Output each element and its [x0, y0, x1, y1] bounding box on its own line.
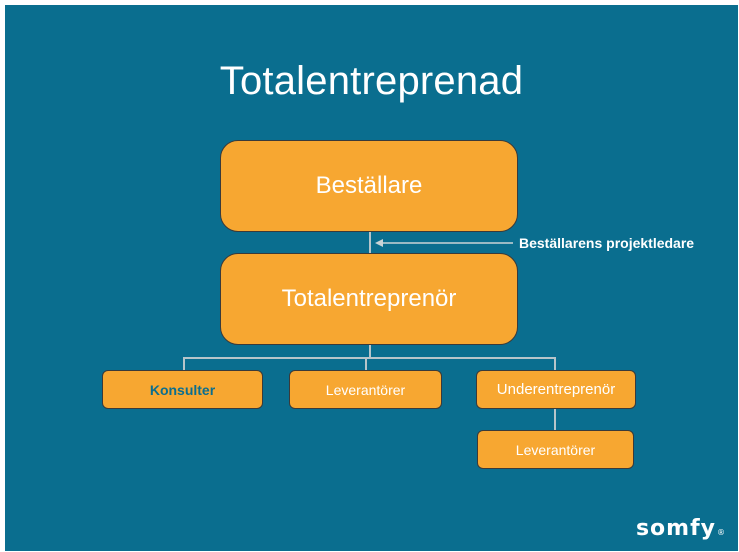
node-sub-leverantorer: Leverantörer	[477, 430, 634, 469]
connector-horizontal-bar	[183, 357, 556, 359]
node-underentreprenor: Underentreprenör	[476, 370, 636, 409]
slide-title: Totalentreprenad	[219, 59, 524, 103]
slide: Totalentreprenad Beställarens projektled…	[5, 5, 738, 551]
registered-mark: ®	[717, 528, 726, 537]
connector-konsulter	[183, 357, 185, 371]
connector-leverantorer	[365, 357, 367, 371]
connector-main-vertical	[369, 345, 371, 358]
connector-top-vertical	[369, 232, 371, 253]
node-leverantorer: Leverantörer	[289, 370, 442, 409]
connector-sub-leverantorer	[554, 408, 556, 430]
node-bestallare: Beställare	[220, 140, 518, 232]
somfy-logo: somfy ®	[636, 516, 726, 541]
logo-text: somfy	[635, 516, 716, 541]
connector-underentreprenor	[554, 357, 556, 371]
node-totalentreprenor: Totalentreprenör	[220, 253, 518, 345]
arrow-icon	[375, 239, 513, 247]
project-manager-label: Beställarens projektledare	[519, 235, 695, 251]
node-konsulter: Konsulter	[102, 370, 263, 409]
